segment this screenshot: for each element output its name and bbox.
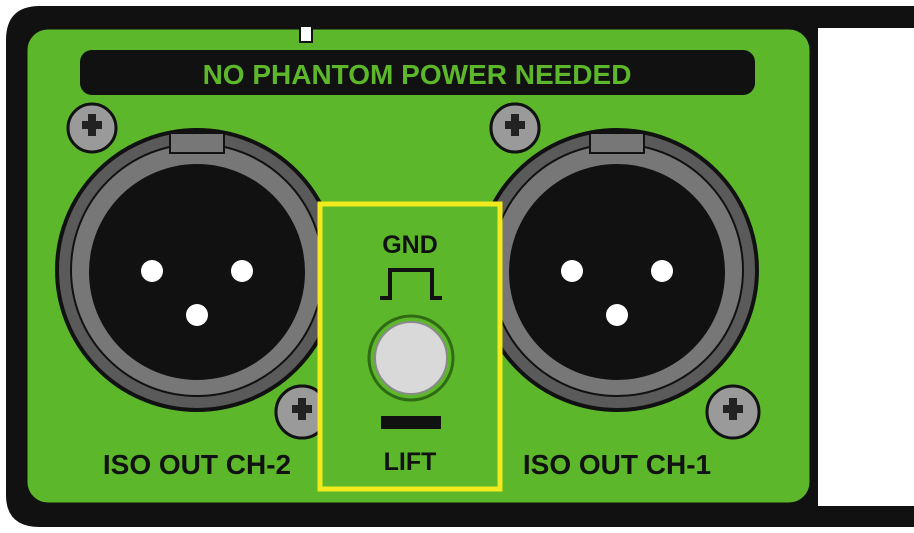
top-notch: [299, 25, 313, 43]
xlr-pin: [186, 304, 208, 326]
mounting-screw-top-right-front: [489, 102, 541, 154]
xlr-pin: [651, 260, 673, 282]
housing-window: [818, 28, 914, 506]
xlr-pin: [231, 260, 253, 282]
xlr-connector-ch2: [55, 128, 339, 412]
switch-highlight-box: [317, 201, 503, 492]
switch-down-position-icon: [381, 416, 441, 429]
mounting-screw-bottom-right: [705, 384, 761, 440]
switch-label-gnd: GND: [382, 231, 438, 259]
xlr-pin: [606, 304, 628, 326]
banner-background: [80, 50, 755, 95]
xlr-pin: [141, 260, 163, 282]
switch-button-cap: [374, 321, 448, 395]
xlr-pin: [561, 260, 583, 282]
output-label-ch1: ISO OUT CH-1: [523, 449, 711, 480]
ground-lift-switch[interactable]: GND LIFT: [317, 201, 503, 492]
banner-text: NO PHANTOM POWER NEEDED: [203, 59, 632, 90]
screw-cross-icon: [82, 114, 102, 136]
mounting-screw-top-left: [66, 102, 118, 154]
output-label-ch2: ISO OUT CH-2: [103, 449, 291, 480]
switch-up-position-icon: [380, 268, 442, 300]
phantom-banner: NO PHANTOM POWER NEEDED: [80, 50, 755, 95]
xlr-connector-ch1: [475, 128, 759, 412]
screw-cross-icon: [723, 398, 743, 420]
switch-label-lift: LIFT: [384, 448, 437, 476]
